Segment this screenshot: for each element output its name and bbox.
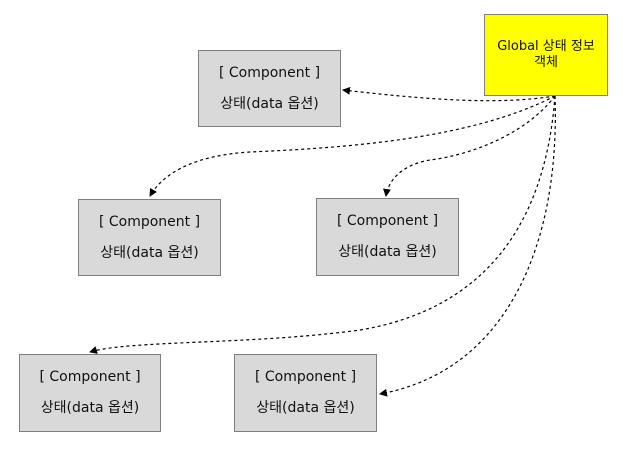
- component-title: [ Component ]: [218, 64, 321, 81]
- edge-to-component-2: [149, 95, 556, 197]
- component-state: 상태(data 옵션): [220, 95, 319, 112]
- component-state: 상태(data 옵션): [40, 400, 140, 416]
- component-state: 상태(data 옵션): [100, 244, 199, 261]
- component-box-3: [ Component ] 상태(data 옵션): [316, 198, 459, 276]
- edge-to-component-4: [89, 95, 556, 354]
- global-state-label-line1: Global 상태 정보: [497, 39, 595, 54]
- component-title: [ Component ]: [39, 369, 141, 385]
- component-box-2: [ Component ] 상태(data 옵션): [78, 199, 221, 276]
- component-box-5: [ Component ] 상태(data 옵션): [234, 354, 377, 432]
- component-box-4: [ Component ] 상태(data 옵션): [19, 354, 161, 432]
- component-title: [ Component ]: [98, 213, 201, 230]
- component-title: [ Component ]: [254, 369, 357, 385]
- component-box-1: [ Component ] 상태(data 옵션): [198, 50, 341, 127]
- edge-to-component-1: [342, 86, 556, 102]
- global-state-label-line2: 객체: [534, 55, 558, 70]
- edge-to-component-3: [383, 95, 556, 197]
- edge-to-component-5: [379, 95, 556, 397]
- component-state: 상태(data 옵션): [256, 400, 355, 416]
- global-state-object: Global 상태 정보 객체: [484, 14, 608, 96]
- component-title: [ Component ]: [336, 213, 439, 229]
- component-state: 상태(data 옵션): [338, 244, 437, 260]
